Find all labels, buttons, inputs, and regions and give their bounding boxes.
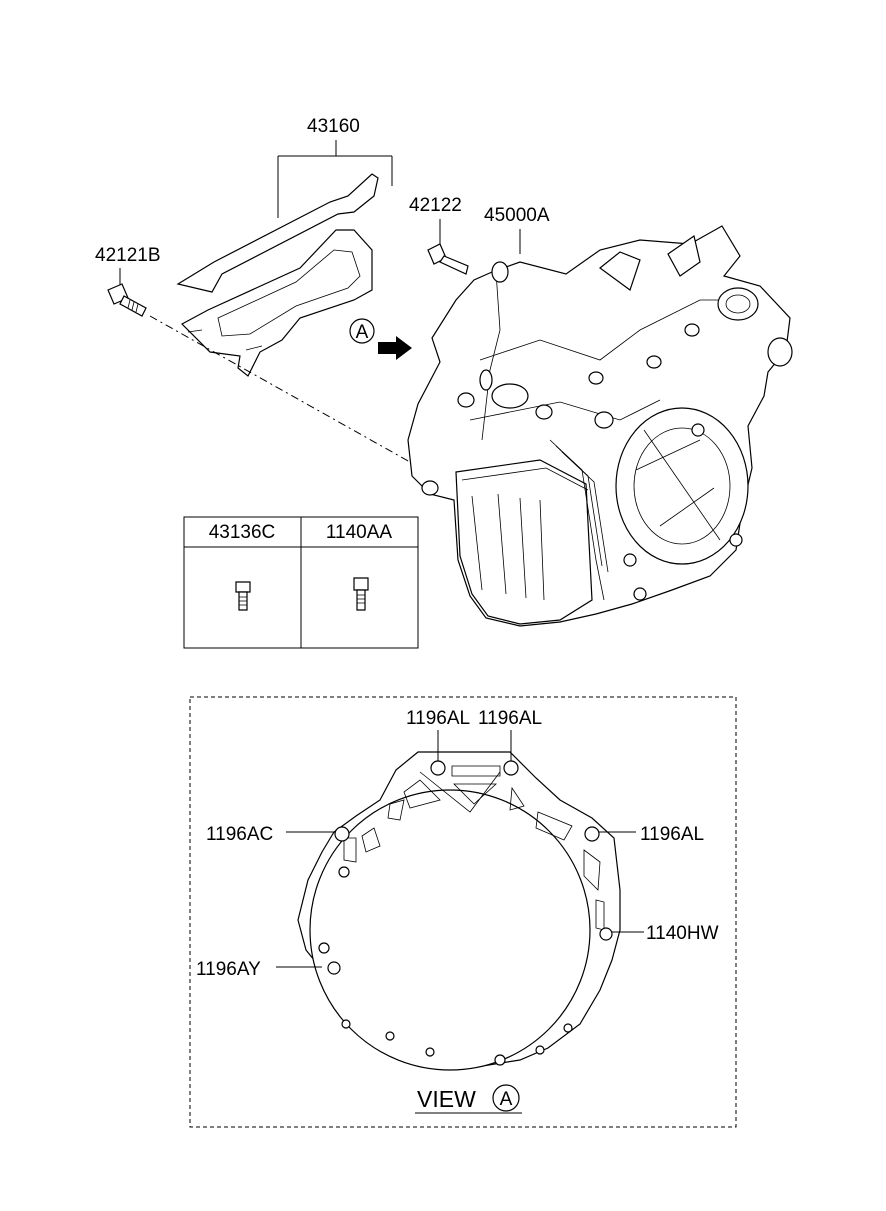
label-45000a: 45000A [484,205,550,226]
view-a-marker: A [349,318,412,360]
bolt-42121b [107,283,147,317]
bolt-43136c-icon [235,581,251,611]
view-title-word: VIEW [417,1086,476,1112]
fastener-table: 43136C 1140AA [183,516,419,649]
label-43160: 43160 [307,116,360,137]
view-a-frame [189,696,737,1128]
label-42122: 42122 [409,195,462,216]
label-1196ac: 1196AC [206,824,273,845]
callout-42121b: 42121B [95,245,161,288]
table-header-43136c: 43136C [209,522,276,543]
callout-45000a: 45000A [484,205,550,254]
label-1196al-top-right: 1196AL [478,708,542,729]
leader-dashed [149,315,411,463]
view-marker-letter: A [356,322,369,343]
label-1196ay: 1196AY [196,959,261,980]
label-1196al-top-left: 1196AL [406,708,470,729]
adapter-plate-gasket [297,751,621,1071]
bolt-1140aa-icon [353,577,369,611]
view-a-title: VIEW A [415,1084,522,1114]
label-42121b: 42121B [95,245,161,266]
label-1140hw: 1140HW [646,923,719,944]
label-1196al-right: 1196AL [640,824,704,845]
view-title-marker: A [500,1089,513,1110]
view-a-callouts: 1196AL 1196AL 1196AC 1196AL 1140HW 1196A… [196,708,719,980]
heat-shield-bracket [176,173,379,377]
table-header-1140aa: 1140AA [326,522,393,543]
callout-43160: 43160 [277,116,393,218]
view-arrow-icon [378,336,412,360]
transmission-assembly [407,225,793,627]
bolt-42122 [427,243,469,275]
callout-42122: 42122 [409,195,462,246]
